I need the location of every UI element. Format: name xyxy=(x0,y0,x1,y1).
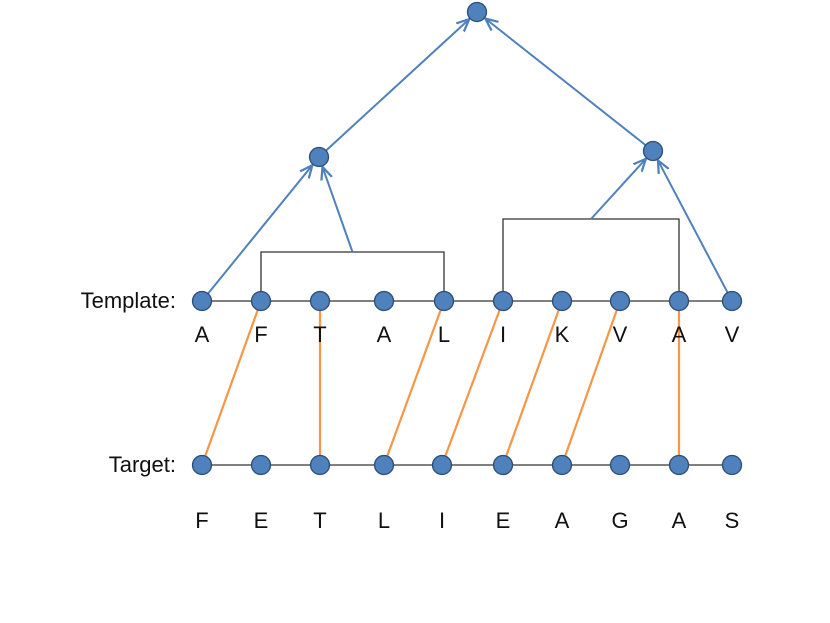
target-node-8 xyxy=(668,454,690,476)
chain-lines xyxy=(202,300,732,466)
tree-edges xyxy=(207,19,729,295)
template-residue-label: F xyxy=(254,322,267,347)
target-node-7 xyxy=(609,454,631,476)
alignment-line-7-6 xyxy=(560,300,622,466)
target-residue-label: T xyxy=(313,508,326,533)
tree-node-left xyxy=(308,146,330,168)
alignment-line-6-5 xyxy=(501,300,564,466)
alignment-lines xyxy=(200,300,681,466)
target-node-4 xyxy=(431,454,453,476)
template-node-0 xyxy=(191,290,213,312)
alignment-line-4-3 xyxy=(382,300,446,466)
template-node-4 xyxy=(433,290,455,312)
tree-edge-bracket-left-to-left xyxy=(322,167,354,253)
target-residue-label: S xyxy=(725,508,740,533)
target-residue-label: I xyxy=(439,508,445,533)
template-node-2 xyxy=(309,290,331,312)
template-residue-label: A xyxy=(195,322,210,347)
target-residue-label: L xyxy=(378,508,390,533)
alignment-line-5-4 xyxy=(440,300,505,466)
residue-labels: A F T A L I K V A V F E T L I E A G A S xyxy=(195,322,740,533)
template-node-9 xyxy=(721,290,743,312)
target-residue-label: G xyxy=(611,508,628,533)
template-node-1 xyxy=(250,290,272,312)
target-row-label: Target: xyxy=(109,452,176,477)
template-residue-label: L xyxy=(438,322,450,347)
alignment-line-1-0 xyxy=(200,300,263,466)
template-node-5 xyxy=(492,290,514,312)
target-node-9 xyxy=(721,454,743,476)
template-residue-label: A xyxy=(672,322,687,347)
target-node-1 xyxy=(250,454,272,476)
target-node-0 xyxy=(191,454,213,476)
template-residue-label: I xyxy=(500,322,506,347)
target-node-6 xyxy=(551,454,573,476)
grouping-brackets xyxy=(260,218,680,301)
template-residue-label: T xyxy=(313,322,326,347)
template-node-6 xyxy=(551,290,573,312)
target-node-2 xyxy=(309,454,331,476)
target-node-3 xyxy=(373,454,395,476)
tree-node-root xyxy=(466,1,488,23)
tree-edge-right-to-root xyxy=(485,19,647,146)
template-node-7 xyxy=(609,290,631,312)
template-row-label: Template: xyxy=(81,288,176,313)
target-node-5 xyxy=(492,454,514,476)
target-residue-label: E xyxy=(496,508,511,533)
tree-edge-template-0-to-left xyxy=(207,165,312,295)
tree-node-right xyxy=(642,140,664,162)
bracket-right xyxy=(502,218,680,301)
tree-edge-left-to-root xyxy=(325,19,469,152)
template-residue-label: V xyxy=(613,322,628,347)
target-residue-label: F xyxy=(195,508,208,533)
nodes xyxy=(191,1,743,476)
template-residue-label: K xyxy=(555,322,570,347)
template-node-8 xyxy=(668,290,690,312)
target-residue-label: A xyxy=(672,508,687,533)
template-residue-label: A xyxy=(377,322,392,347)
bracket-left xyxy=(260,251,445,301)
tree-edge-template-9-to-right xyxy=(658,160,729,294)
tree-edge-bracket-right-to-right xyxy=(590,159,646,220)
template-node-3 xyxy=(373,290,395,312)
template-residue-label: V xyxy=(725,322,740,347)
target-residue-label: A xyxy=(555,508,570,533)
target-residue-label: E xyxy=(254,508,269,533)
